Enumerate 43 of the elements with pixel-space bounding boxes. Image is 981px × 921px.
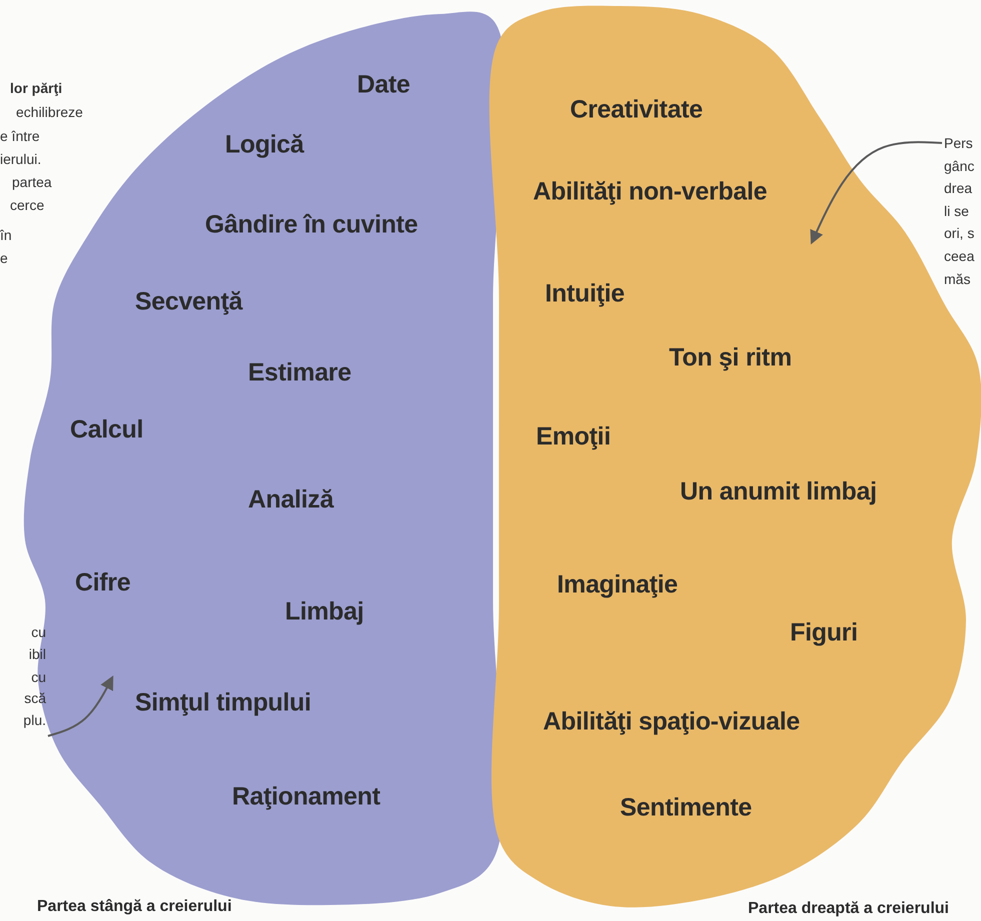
brain-function-label: Date bbox=[357, 70, 410, 100]
cropped-text: cu bbox=[31, 624, 46, 640]
cropped-text: ori, s bbox=[944, 225, 974, 241]
brain-function-label: Un anumit limbaj bbox=[680, 478, 877, 506]
cropped-text: drea bbox=[944, 180, 972, 196]
brain-function-label: Figuri bbox=[790, 618, 858, 648]
brain-function-label: Imaginaţie bbox=[557, 570, 678, 600]
cropped-text: ierului. bbox=[0, 151, 42, 167]
brain-function-label: Calcul bbox=[70, 416, 144, 444]
cropped-text: echilibreze bbox=[16, 104, 83, 120]
brain-function-label: Limbaj bbox=[285, 598, 364, 626]
cropped-text: măs bbox=[944, 271, 970, 287]
cropped-text: e bbox=[0, 250, 8, 266]
brain-function-label: Emoţii bbox=[536, 422, 611, 452]
cropped-text: lor părţi bbox=[10, 80, 62, 96]
brain-function-label: Gândire în cuvinte bbox=[205, 210, 418, 240]
cropped-text: ceea bbox=[944, 248, 974, 264]
brain-function-label: Simţul timpului bbox=[135, 688, 312, 718]
cropped-text: e între bbox=[0, 128, 40, 144]
brain-function-label: Intuiţie bbox=[545, 280, 625, 308]
cropped-text: în bbox=[0, 227, 12, 243]
cropped-text: ibil bbox=[28, 646, 46, 662]
brain-function-label: Ton şi ritm bbox=[669, 344, 792, 372]
curved-arrow bbox=[810, 141, 942, 245]
brain-function-label: Secvenţă bbox=[135, 288, 242, 316]
brain-function-label: Analiză bbox=[248, 486, 334, 514]
brain-function-label: Creativitate bbox=[570, 96, 703, 124]
brain-function-label: Estimare bbox=[248, 358, 352, 388]
brain-function-label: Logică bbox=[225, 130, 304, 160]
cropped-text: plu. bbox=[23, 712, 46, 728]
hemisphere-caption: Partea dreaptă a creierului bbox=[748, 900, 949, 918]
cropped-text: Pers bbox=[944, 135, 973, 151]
brain-function-label: Abilităţi non-verbale bbox=[533, 178, 768, 206]
cropped-text: scă bbox=[24, 690, 46, 706]
cropped-text: gânc bbox=[944, 158, 974, 174]
hemisphere-caption: Partea stângă a creierului bbox=[37, 898, 232, 916]
cropped-text: partea bbox=[12, 174, 52, 190]
brain-function-label: Raţionament bbox=[232, 782, 380, 812]
brain-function-label: Abilităţi spaţio-vizuale bbox=[543, 708, 800, 736]
brain-function-label: Cifre bbox=[75, 568, 130, 598]
brain-function-label: Sentimente bbox=[620, 794, 752, 822]
cropped-text: li se bbox=[944, 203, 969, 219]
cropped-text: cerce bbox=[10, 197, 44, 213]
